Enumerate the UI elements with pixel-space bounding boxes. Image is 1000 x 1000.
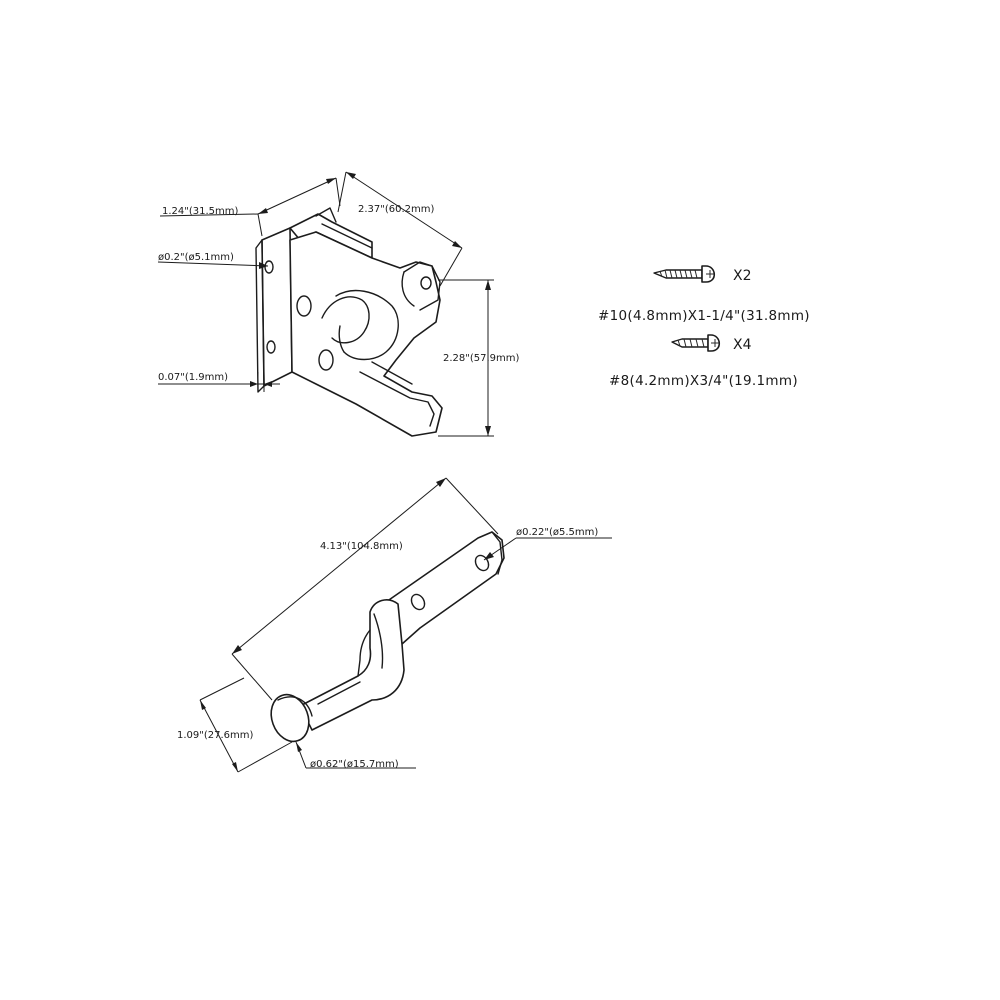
screw-long-icon <box>653 265 716 283</box>
catch-hole-label: ø0.22"(ø5.5mm) <box>516 527 598 538</box>
screw-long-spec: #10(4.8mm)X1-1/4"(31.8mm) <box>598 308 810 324</box>
gate-latch-drawing <box>255 207 443 437</box>
latch-hole-label: ø0.2"(ø5.1mm) <box>158 252 234 263</box>
catch-bar-drawing <box>270 531 505 743</box>
catch-height-label: 1.09"(27.6mm) <box>177 730 254 741</box>
latch-height-label: 2.28"(57.9mm) <box>443 353 520 364</box>
screw-short-spec: #8(4.2mm)X3/4"(19.1mm) <box>609 373 798 389</box>
latch-width-label: 1.24"(31.5mm) <box>162 206 239 217</box>
catch-dimensions: 4.13"(104.8mm) ø0.22"(ø5.5mm) 1.09"(27.6… <box>177 477 612 773</box>
latch-thickness-label: 0.07"(1.9mm) <box>158 372 228 383</box>
catch-length-label: 4.13"(104.8mm) <box>320 541 403 552</box>
latch-dimensions: 1.24"(31.5mm) 2.37"(60.2mm) ø0.2"(ø5.1mm… <box>157 171 520 437</box>
screw-short-icon <box>671 334 721 352</box>
catch-knob-label: ø0.62"(ø15.7mm) <box>310 759 399 770</box>
latch-length-label: 2.37"(60.2mm) <box>358 204 435 215</box>
screw-long-qty: X2 <box>733 268 752 284</box>
screw-short-qty: X4 <box>733 337 752 353</box>
